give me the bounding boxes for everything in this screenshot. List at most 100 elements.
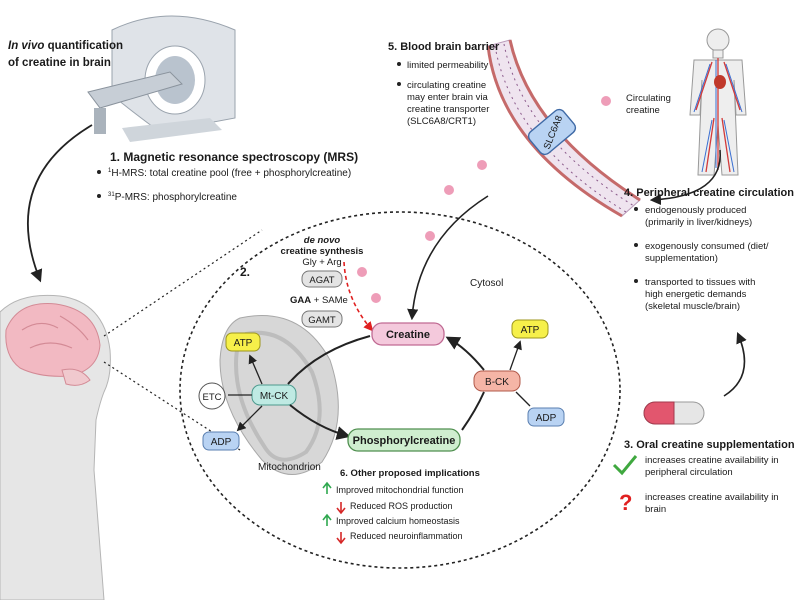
mrs-bullet-1-text: 1H-MRS: total creatine pool (free + phos… [108, 168, 351, 179]
other-title: 6. Other proposed implications [340, 468, 480, 479]
peripheral-b1-l2: (primarily in liver/kidneys) [645, 217, 752, 228]
arrow-body-to-bbb [649, 149, 721, 206]
gaa-same: GAA + SAMe [290, 295, 348, 306]
other-item-4-text: Reduced neuroinflammation [350, 531, 463, 541]
peripheral-b3-l1: transported to tissues with [645, 277, 755, 288]
bbb-b2-l3: creatine transporter [407, 104, 489, 115]
circulating-l1: Circulating [626, 93, 671, 104]
oral-r1-l1: increases creatine availability in [645, 455, 779, 466]
down-arrow-icon [336, 502, 346, 515]
zoom-line-bottom [103, 361, 241, 451]
question-icon: ? [619, 490, 632, 515]
other-item-2: Reduced ROS production [336, 501, 453, 515]
arrow-adp-bck [515, 391, 531, 407]
arrow-bck-atp [509, 340, 522, 371]
oral-r2-l1: increases creatine availability in [645, 492, 779, 503]
adp-left-label: ADP [211, 437, 232, 448]
adp-right-label: ADP [536, 413, 557, 424]
bck-label: B-CK [485, 377, 509, 388]
arrow-mtck-pcr [289, 404, 351, 440]
arrow-bbb-to-creatine [407, 195, 489, 321]
intro-rest: quantification [44, 40, 123, 52]
head-brain-icon [0, 294, 111, 600]
pcr-box [347, 428, 461, 452]
agat-label: AGAT [309, 275, 334, 286]
circulating-l2: creatine [626, 105, 660, 116]
atp-left-label: ATP [234, 338, 253, 349]
up-arrow-icon [322, 513, 332, 526]
arrow-mtck-adp [236, 405, 263, 432]
bbb-bullet-2 [397, 82, 401, 86]
mrs-bullet-1 [97, 170, 101, 174]
oral-title: 3. Oral creatine supplementation [624, 439, 795, 451]
adp-left-box [202, 431, 240, 451]
peripheral-bullet-1 [634, 207, 638, 211]
other-item-1: Improved mitochondrial function [322, 481, 464, 495]
arrow-mtck-atp [248, 354, 263, 385]
atp-right-label: ATP [521, 325, 540, 336]
pcr-label: Phosphorylcreatine [353, 435, 456, 447]
cell-number: 2. [240, 265, 250, 279]
bbb-b2-l2: may enter brain via [407, 92, 489, 103]
human-circulation-icon [689, 28, 747, 176]
agat-box [301, 270, 343, 288]
arrow-creatine-mtck [287, 335, 371, 385]
denovo-label-2: creatine synthesis [281, 246, 364, 257]
other-item-3-text: Improved calcium homeostasis [336, 516, 460, 526]
up-arrow-icon [322, 481, 332, 494]
atp-right-box [511, 319, 549, 339]
oral-r2-l2: brain [645, 504, 666, 515]
peripheral-bullet-2 [634, 243, 638, 247]
zoom-line-top [103, 229, 263, 337]
peripheral-bullet-3 [634, 279, 638, 283]
other-item-4: Reduced neuroinflammation [336, 531, 463, 545]
gly-arg: Gly + Arg [302, 257, 341, 268]
etc-circle [198, 382, 226, 410]
intro-title: In vivo quantification of creatine in br… [8, 40, 126, 69]
bbb-b1: limited permeability [407, 60, 489, 71]
cell-boundary [179, 211, 621, 569]
adp-right-box [527, 407, 565, 427]
intro-italic: In vivo [8, 40, 44, 52]
mrs-bullet-2-text: 31P-MRS: phosphorylcreatine [108, 192, 237, 203]
cytosol-label: Cytosol [470, 278, 503, 289]
peripheral-title: 4. Peripheral creatine circulation [624, 187, 794, 199]
peripheral-b2-l2: supplementation) [645, 253, 718, 264]
arrow-pill-to-peripheral [723, 331, 747, 397]
bbb-b2-l4: (SLC6A8/CRT1) [407, 116, 476, 127]
bbb-b2-l1: circulating creatine [407, 80, 486, 91]
mrs-bullet-2 [97, 194, 101, 198]
oral-r1-l2: peripheral circulation [645, 467, 733, 478]
creatine-pill-icon [643, 401, 705, 425]
intro-line2: of creatine in brain [8, 57, 111, 69]
down-arrow-icon [336, 532, 346, 545]
other-item-2-text: Reduced ROS production [350, 501, 453, 511]
creatine-dots [357, 96, 611, 303]
etc-label: ETC [203, 392, 222, 403]
arrow-mri-to-brain [27, 124, 93, 283]
slc6a8-transporter-icon [527, 108, 577, 156]
bck-box [473, 370, 521, 392]
peripheral-b2-l1: exogenously consumed (diet/ [645, 241, 769, 252]
other-item-1-text: Improved mitochondrial function [336, 485, 464, 495]
denovo-label-1: de novo [304, 235, 341, 246]
synthesis-arrow [343, 261, 374, 332]
mitochondrion-label: Mitochondrion [258, 462, 321, 473]
mri-scanner-icon [87, 15, 236, 142]
arrow-pcr-bck [461, 391, 485, 431]
bbb-title: 5. Blood brain barrier [388, 41, 500, 53]
creatine-label: Creatine [386, 329, 430, 341]
arrow-bck-creatine [445, 336, 485, 371]
peripheral-b1-l1: endogenously produced [645, 205, 746, 216]
gamt-label: GAMT [308, 315, 336, 326]
gamt-box [301, 310, 343, 328]
bbb-bullet-1 [397, 62, 401, 66]
peripheral-b3-l3: (skeletal muscle/brain) [645, 301, 740, 312]
other-item-3: Improved calcium homeostasis [322, 513, 460, 526]
mtck-label: Mt-CK [260, 391, 289, 402]
check-icon [612, 455, 638, 476]
atp-left-box [225, 332, 261, 352]
mrs-title: 1. Magnetic resonance spectroscopy (MRS) [110, 150, 358, 164]
creatine-box [371, 322, 445, 346]
